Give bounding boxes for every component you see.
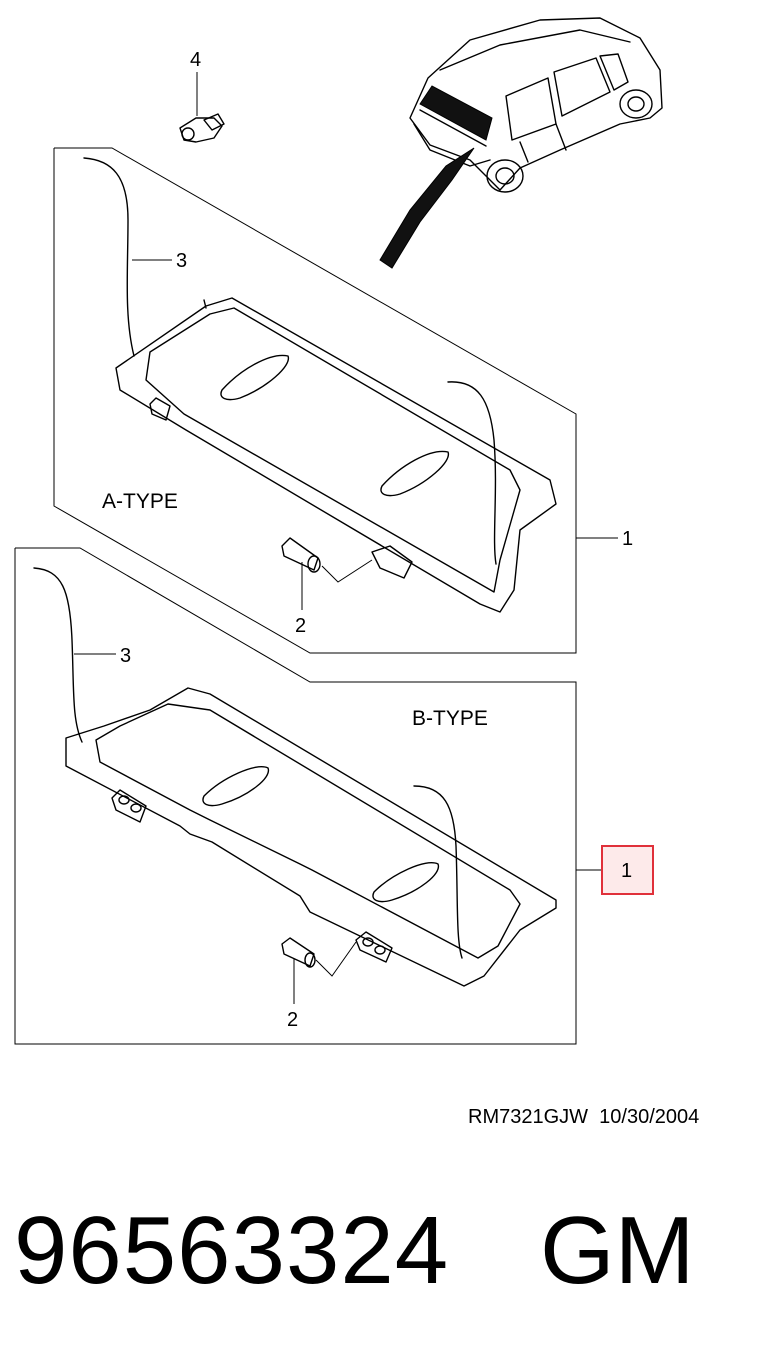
a-type-parcel-shelf bbox=[115, 297, 557, 613]
highlight-box[interactable] bbox=[601, 845, 654, 895]
a-type-plug bbox=[281, 537, 373, 610]
a-type-strap bbox=[83, 157, 497, 565]
b-type-plug bbox=[281, 937, 357, 1004]
callout-a-part-4: 4 bbox=[190, 49, 201, 71]
b-type-frame bbox=[14, 547, 577, 1045]
a-type-frame bbox=[53, 147, 577, 654]
callout-a-part-1: 1 bbox=[622, 528, 633, 550]
b-type-parcel-shelf bbox=[65, 687, 557, 987]
vehicle-illustration bbox=[379, 17, 663, 269]
callout-b-part-3: 3 bbox=[120, 645, 131, 667]
brand-name: GM bbox=[540, 1197, 695, 1304]
part-number: 96563324 bbox=[14, 1197, 450, 1304]
callout-a-part-2: 2 bbox=[295, 615, 306, 637]
callout-b-part-2: 2 bbox=[287, 1009, 298, 1031]
b-type-label: B-TYPE bbox=[412, 707, 488, 730]
a-type-label: A-TYPE bbox=[102, 490, 178, 513]
fastener-clip bbox=[179, 72, 225, 143]
callout-a-part-3: 3 bbox=[176, 250, 187, 272]
reference-code: RM7321GJW 10/30/2004 bbox=[468, 1106, 700, 1128]
b-type-strap bbox=[33, 567, 463, 959]
callout-b-part-1: 1 bbox=[621, 860, 632, 882]
